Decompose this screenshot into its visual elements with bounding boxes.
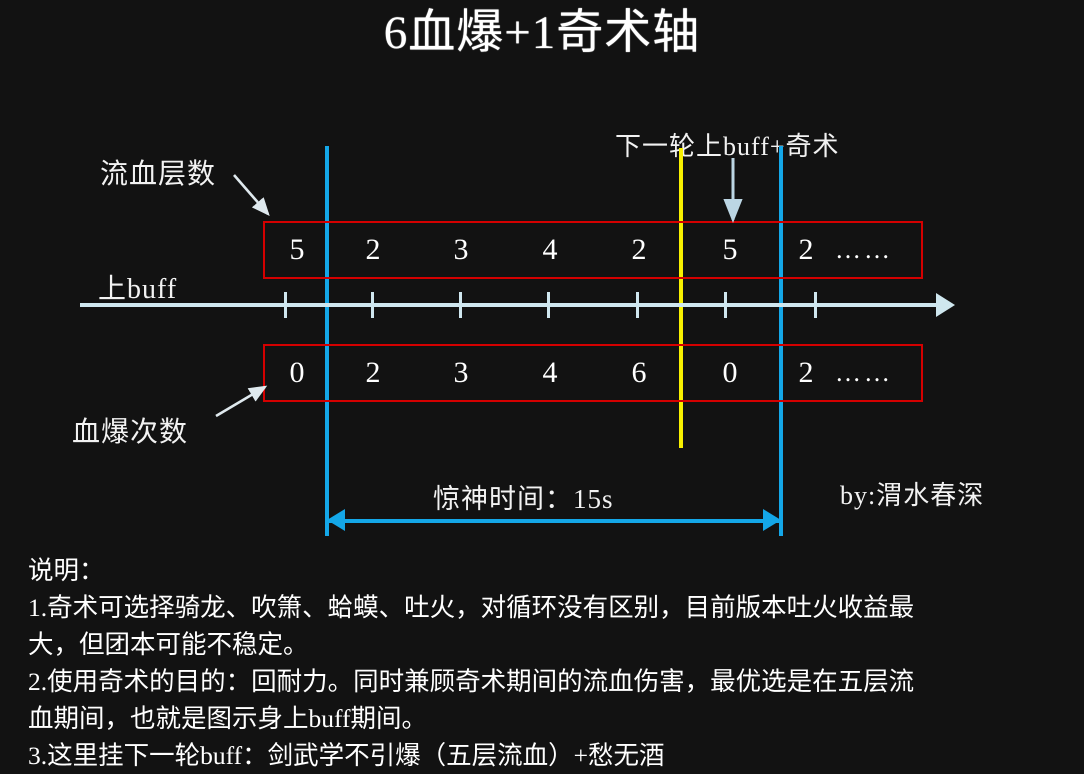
blood-burst-pointer-arrow [215, 385, 268, 418]
burst-cell-3: 4 [542, 356, 558, 389]
bleed-cell-3: 4 [542, 233, 558, 266]
notes-line-2: 大，但团本可能不稳定。 [28, 630, 309, 659]
notes-line-1: 1.奇术可选择骑龙、吹箫、蛤蟆、吐火，对循环没有区别，目前版本吐火收益最 [28, 593, 915, 622]
burst-cell-5: 0 [722, 356, 738, 389]
duration-arrow-right [763, 509, 781, 531]
notes-line-3: 2.使用奇术的目的：回耐力。同时兼顾奇术期间的流血伤害，最优选是在五层流 [28, 667, 915, 696]
duration-label: 惊神时间：15s [433, 484, 614, 514]
notes-line-5: 3.这里挂下一轮buff：剑武学不引爆（五层流血）+愁无酒 [28, 741, 665, 770]
notes-heading: 说明： [28, 556, 105, 585]
notes-block: 说明： 1.奇术可选择骑龙、吹箫、蛤蟆、吐火，对循环没有区别，目前版本吐火收益最… [28, 552, 1068, 774]
cycle-start-marker-line [325, 146, 329, 536]
axis-tick-7 [814, 292, 817, 318]
blood-burst-count-label: 血爆次数 [72, 417, 189, 448]
bleed-cell-5: 5 [722, 233, 738, 266]
bleed-cell-1: 2 [365, 233, 381, 266]
axis-tick-2 [371, 292, 374, 318]
cycle-end-marker-line [779, 146, 783, 536]
bleed-cell-2: 3 [453, 233, 469, 266]
blood-burst-row: 0 2 3 4 6 0 2 …… [263, 344, 923, 402]
burst-cell-1: 2 [365, 356, 381, 389]
notes-line-4: 血期间，也就是图示身上buff期间。 [28, 704, 428, 733]
bleed-cell-6: 2 [798, 233, 814, 266]
burst-row-ellipsis: …… [835, 358, 893, 387]
bleed-row-ellipsis: …… [835, 235, 893, 264]
axis-tick-4 [547, 292, 550, 318]
up-buff-label: 上buff [98, 274, 178, 305]
burst-cell-4: 6 [631, 356, 647, 389]
timeline-axis-arrowhead [936, 293, 955, 317]
burst-cell-6: 2 [798, 356, 814, 389]
next-buff-marker-line [679, 148, 683, 448]
timeline-axis [80, 303, 942, 307]
duration-span-line [327, 519, 781, 523]
axis-tick-6 [724, 292, 727, 318]
axis-tick-1 [284, 292, 287, 318]
page-title: 6血爆+1奇术轴 [383, 7, 701, 59]
burst-cell-0: 0 [289, 356, 305, 389]
duration-arrow-left [327, 509, 345, 531]
bleed-stacks-row: 5 2 3 4 2 5 2 …… [263, 221, 923, 279]
axis-tick-3 [459, 292, 462, 318]
bleed-stacks-pointer-arrow [233, 174, 270, 216]
bleed-cell-0: 5 [289, 233, 305, 266]
bleed-cell-4: 2 [631, 233, 647, 266]
author-credit: by:渭水春深 [840, 481, 985, 510]
bleed-stacks-label: 流血层数 [100, 159, 217, 190]
next-round-label: 下一轮上buff+奇术 [615, 132, 840, 161]
axis-tick-5 [636, 292, 639, 318]
burst-cell-2: 3 [453, 356, 469, 389]
